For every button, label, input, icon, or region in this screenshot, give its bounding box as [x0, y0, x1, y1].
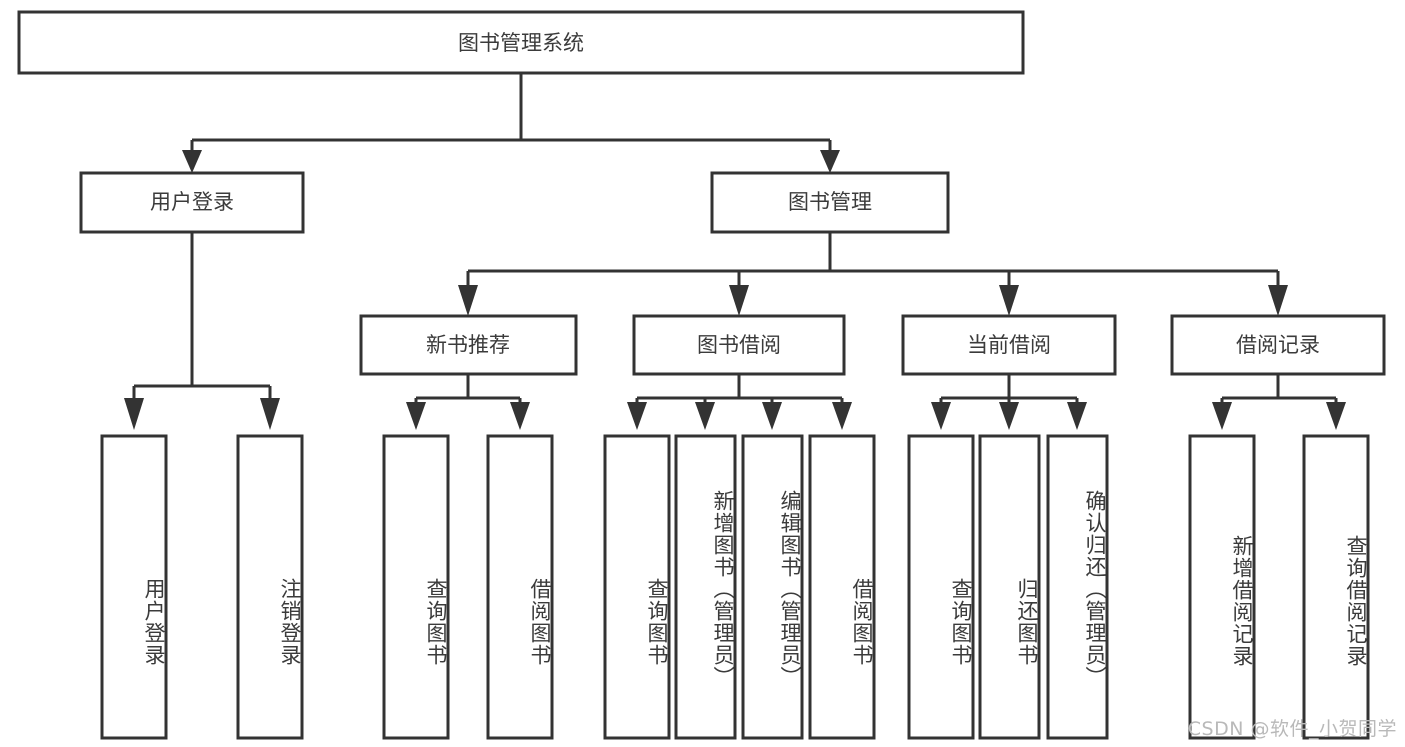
- node-leaf-user-login[interactable]: [100, 434, 168, 740]
- node-book-borrow[interactable]: [632, 314, 846, 376]
- connector-group-new-book-recommend: [406, 374, 530, 430]
- node-leaf-user-logout[interactable]: [236, 434, 304, 740]
- node-borrow-record-label: 借阅记录: [1236, 333, 1320, 357]
- connector-group-book-manage: [458, 232, 1288, 316]
- connector-group-current-borrow: [931, 374, 1087, 430]
- node-book-manage-label: 图书管理: [788, 190, 872, 214]
- arrow-head-book-borrow: [729, 285, 749, 316]
- arrow-head-leaf-return-book: [999, 402, 1019, 430]
- node-current-borrow-label: 当前借阅: [967, 333, 1051, 357]
- node-root[interactable]: [17, 10, 1025, 75]
- arrow-head-new-book-recommend: [458, 285, 478, 316]
- node-new-book-recommend[interactable]: [359, 314, 578, 376]
- node-leaf-edit-book[interactable]: [741, 434, 804, 740]
- connector-group-user-login: [124, 232, 280, 430]
- connector-group-root: [182, 73, 840, 173]
- node-book-manage[interactable]: [710, 171, 950, 234]
- node-leaf-add-book[interactable]: [674, 434, 737, 740]
- node-leaf-query-book-2[interactable]: [603, 434, 671, 740]
- arrow-head-current-borrow: [999, 285, 1019, 316]
- arrow-head-leaf-add-record: [1212, 402, 1232, 430]
- arrow-head-leaf-borrow-book-1: [510, 402, 530, 430]
- connector-group-borrow-record: [1212, 374, 1346, 430]
- node-user-login[interactable]: [79, 171, 305, 234]
- arrow-head-leaf-query-book-2: [627, 402, 647, 430]
- node-leaf-borrow-book-1[interactable]: [486, 434, 554, 740]
- node-leaf-confirm-return[interactable]: [1046, 434, 1109, 740]
- arrow-head-borrow-record: [1268, 285, 1288, 316]
- node-leaf-add-record[interactable]: [1188, 434, 1256, 740]
- node-leaf-return-book[interactable]: [978, 434, 1041, 740]
- arrow-head-user-login: [182, 150, 202, 173]
- node-root-label: 图书管理系统: [458, 31, 584, 55]
- node-new-book-recommend-label: 新书推荐: [426, 333, 510, 357]
- node-leaf-query-record[interactable]: [1302, 434, 1370, 740]
- arrow-head-leaf-user-login: [124, 398, 144, 430]
- csdn-watermark: CSDN @软件_小贺同学: [1187, 718, 1397, 740]
- arrow-head-book-manage: [820, 150, 840, 173]
- arrow-head-leaf-query-book-3: [931, 402, 951, 430]
- arrow-head-leaf-confirm-return: [1067, 402, 1087, 430]
- arrow-head-leaf-query-book-1: [406, 402, 426, 430]
- node-borrow-record[interactable]: [1170, 314, 1386, 376]
- arrow-head-leaf-borrow-book-2: [832, 402, 852, 430]
- node-leaf-borrow-book-2[interactable]: [808, 434, 876, 740]
- node-leaf-query-book-3[interactable]: [907, 434, 975, 740]
- arrow-head-leaf-edit-book: [762, 402, 782, 430]
- node-leaf-query-book-1[interactable]: [382, 434, 450, 740]
- arrow-head-leaf-query-record: [1326, 402, 1346, 430]
- arrow-head-leaf-user-logout: [260, 398, 280, 430]
- node-user-login-label: 用户登录: [150, 190, 234, 214]
- arrow-head-leaf-add-book: [695, 402, 715, 430]
- node-current-borrow[interactable]: [901, 314, 1117, 376]
- node-book-borrow-label: 图书借阅: [697, 333, 781, 357]
- connector-group-book-borrow: [627, 374, 852, 430]
